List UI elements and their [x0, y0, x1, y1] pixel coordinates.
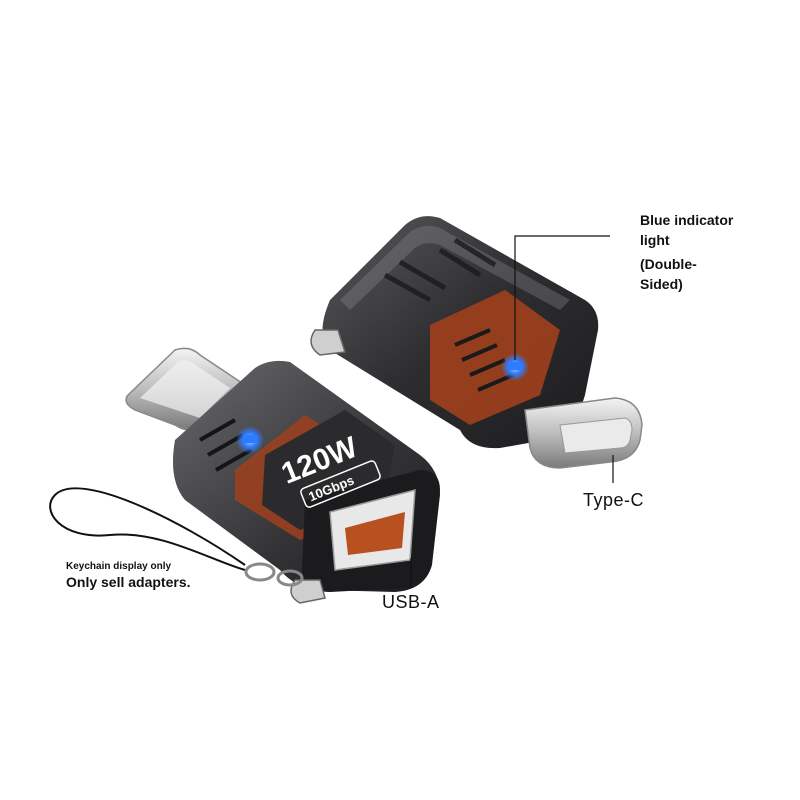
usb-a-label: USB-A — [382, 592, 440, 612]
back-adapter — [310, 216, 643, 469]
indicator-callout-line-1: Blue indicator — [640, 212, 734, 228]
front-adapter — [125, 347, 441, 604]
keychain-cord — [49, 487, 304, 587]
type-c-label: Type-C — [583, 490, 645, 510]
indicator-callout-line-4: Sided) — [640, 276, 683, 292]
keychain-note-line-2: Only sell adapters. — [66, 574, 191, 590]
callout-lines — [410, 235, 614, 588]
indicator-callout-line — [514, 235, 610, 360]
keychain-note-line-1: Keychain display only — [66, 561, 172, 572]
indicator-callout-line-3: (Double- — [640, 256, 697, 272]
indicator-callout-line-2: light — [640, 232, 670, 248]
keychain-note: Keychain display only Only sell adapters… — [66, 561, 191, 590]
indicator-callout: Blue indicator light (Double- Sided) — [640, 210, 733, 294]
